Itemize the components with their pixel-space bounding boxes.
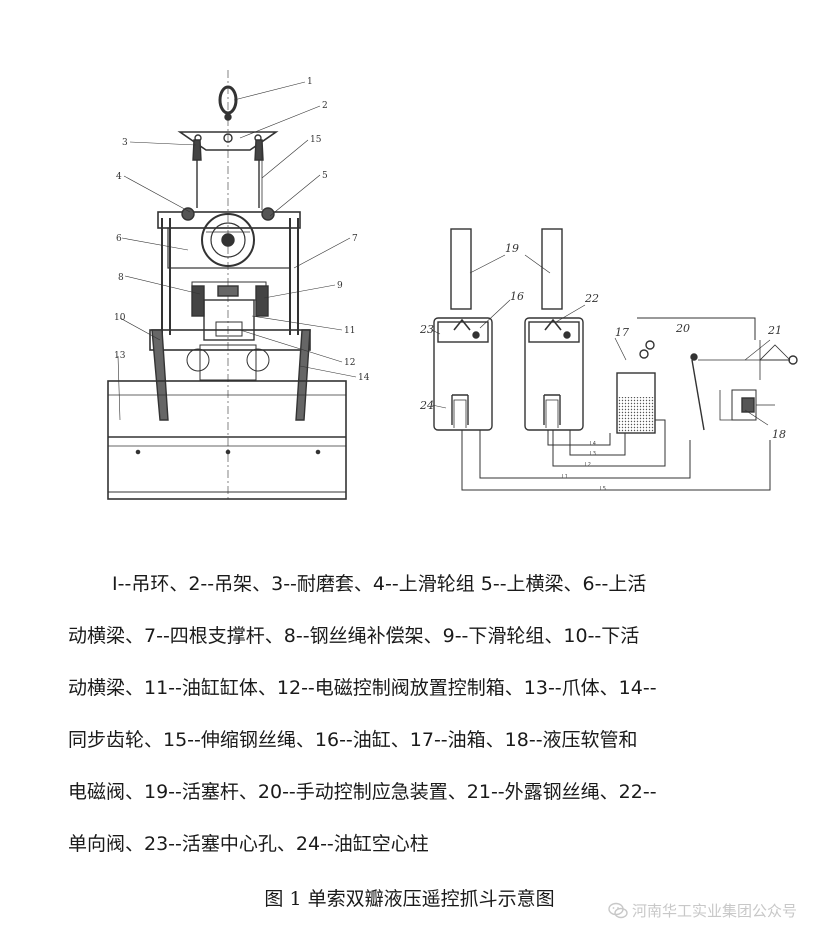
callout-label: 17 [615,326,629,339]
claw-body [107,380,347,500]
callout-label: 15 [310,135,322,145]
callout-label: 5 [322,171,328,181]
watermark: 河南华工实业集团公众号 [608,900,797,921]
callout-label: 11 [344,326,355,336]
hydraulic-part-labels: 19 16 22 23 17 20 21 24 18 [419,242,786,441]
lower-pulley-group [191,285,269,317]
oil-tank [616,340,656,434]
figure-caption: 图 1 单索双瓣液压遥控抓斗示意图 [264,888,555,910]
wear-sleeves [192,139,264,208]
callout-label: 24 [419,399,434,412]
hydraulic-circuit-drawing [431,228,798,491]
callout-label: 23 [419,323,434,336]
synchronous-gears [186,344,270,381]
solenoid-valve [719,389,775,421]
callout-label: 12 [344,358,355,368]
control-box [215,321,243,337]
callout-label: 4 [116,172,122,182]
cylinder-body [203,299,255,341]
exposed-wire-rope [759,340,798,380]
lifting-ring [218,85,238,121]
callout-label: 6 [116,234,122,244]
piston-rods [450,228,563,310]
manual-emergency-device [690,344,791,431]
legend-line: 单向阀、23--活塞中心孔、24--油缸空心柱 [68,833,429,855]
callout-label: 21 [767,324,782,337]
callout-label: 3 [122,138,128,148]
callout-label: 13 [114,351,126,361]
legend-line: I--吊环、2--吊架、3--耐磨套、4--上滑轮组 5--上横梁、6--上活 [112,573,647,595]
legend-line: 动横梁、11--油缸缸体、12--电磁控制阀放置控制箱、13--爪体、14-- [68,677,657,699]
callout-label: 22 [584,292,599,305]
callout-label: L2 [585,462,591,468]
callout-label: 14 [358,373,370,383]
upper-pulley-group [201,213,255,267]
callout-label: 20 [675,322,690,335]
legend-line: 同步齿轮、15--伸缩钢丝绳、16--油缸、17--油箱、18--液压软管和 [68,729,638,751]
support-rods [161,218,299,335]
callout-label: 9 [337,281,343,291]
callout-label: 2 [322,101,328,111]
cylinder-right [524,317,584,431]
callout-label: 18 [772,428,786,441]
callout-label: 7 [352,234,358,244]
watermark-text: 河南华工实业集团公众号 [631,902,797,920]
parts-legend: I--吊环、2--吊架、3--耐磨套、4--上滑轮组 5--上横梁、6--上活 … [68,558,758,870]
callout-label: L4 [590,441,596,447]
callout-label: 19 [505,242,519,255]
cylinder-left [433,317,493,431]
callout-label: 10 [114,313,126,323]
grab-assembly-drawing [107,70,357,500]
hydraulic-pipelines [461,317,771,491]
legend-line: 电磁阀、19--活塞杆、20--手动控制应急装置、21--外露钢丝绳、22-- [68,781,657,803]
check-valves [453,318,571,339]
callout-label: 8 [118,273,124,283]
callout-label: L5 [600,486,606,492]
callout-label: L1 [562,474,568,480]
legend-line: 动横梁、7--四根支撑杆、8--钢丝绳补偿架、9--下滑轮组、10--下活 [68,625,640,647]
callout-label: 1 [307,77,313,87]
wechat-icon [608,902,628,918]
callout-label: L3 [590,451,596,457]
callout-label: 16 [510,290,524,303]
